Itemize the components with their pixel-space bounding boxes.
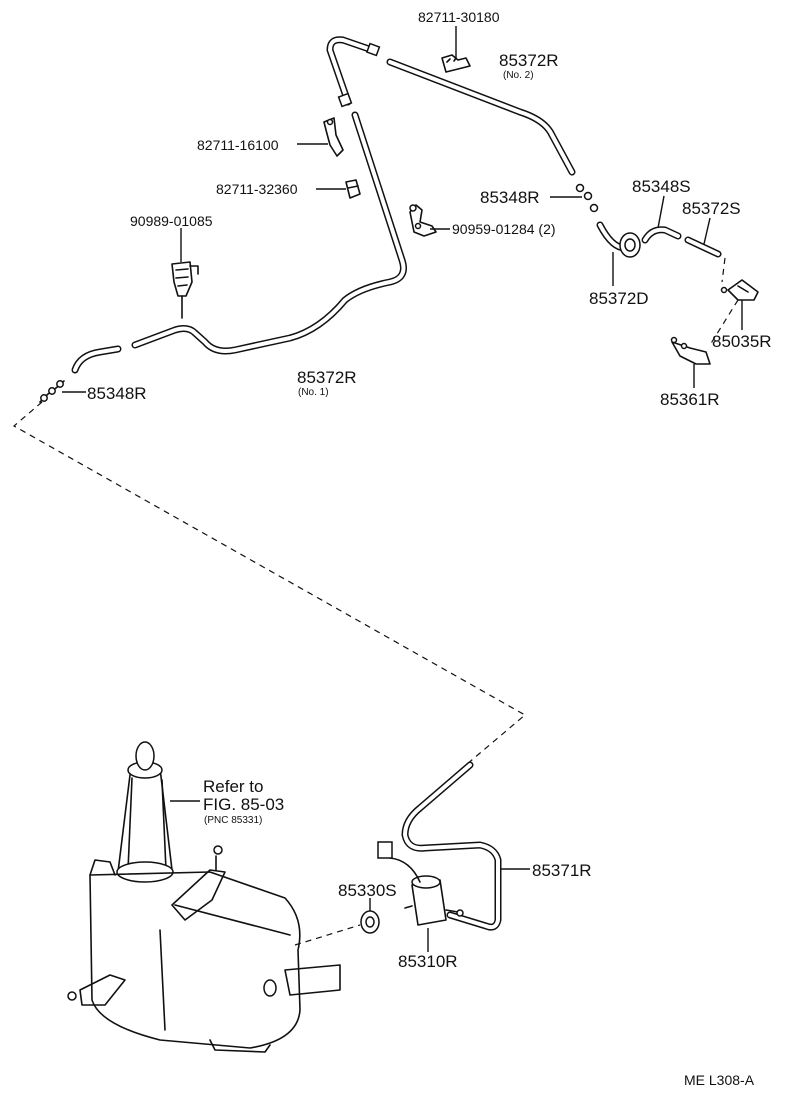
label-refer-pnc: (PNC 85331): [204, 815, 262, 826]
hose-elbow-85372d: [596, 221, 641, 286]
routing-dashed-lines: [12, 257, 739, 946]
label-82711-16100: 82711-16100: [197, 137, 279, 153]
part-90989-01085: [171, 228, 199, 319]
label-90959-01284: 90959-01284 (2): [452, 221, 556, 237]
label-85372r-no2: 85372R: [499, 51, 559, 70]
hose-85372s: [684, 217, 722, 258]
connector-85348r-mid: [550, 183, 599, 213]
tube-upper-hook: [326, 36, 381, 108]
label-figure-code: ME L308-A: [684, 1072, 755, 1088]
label-85371r: 85371R: [532, 861, 592, 880]
washer-tank: [67, 741, 341, 1053]
connector-85348r-left: [39, 380, 86, 403]
hose-85372r-no1: [131, 111, 407, 355]
label-refer-fig: FIG. 85-03: [203, 795, 284, 814]
label-82711-32360: 82711-32360: [216, 181, 298, 197]
label-85035r: 85035R: [712, 332, 772, 351]
label-85348r-left: 85348R: [87, 384, 147, 403]
label-85348r-mid: 85348R: [480, 188, 540, 207]
label-85361r: 85361R: [660, 390, 720, 409]
label-85372r-no1-sub: (No. 1): [298, 387, 329, 398]
nozzle-85361r: [670, 336, 711, 388]
label-refer-to: Refer to: [203, 777, 263, 796]
label-85310r: 85310R: [398, 952, 458, 971]
label-85372r-no2-sub: (No. 2): [503, 70, 534, 81]
hose-85371r: [401, 761, 530, 931]
hose-85348s: [641, 195, 682, 244]
label-85330s: 85330S: [338, 881, 397, 900]
label-90989-01085: 90989-01085: [130, 213, 213, 229]
hose-85372r-no2: [386, 58, 576, 176]
label-85348s: 85348S: [632, 177, 691, 196]
grommet-85330s: [360, 898, 380, 934]
hose-left-segment: [71, 345, 122, 374]
bracket-90959-01284: [409, 204, 450, 237]
label-85372s: 85372S: [682, 199, 741, 218]
pump-85310r: [377, 841, 464, 952]
nozzle-85035r: [720, 279, 759, 330]
label-82711-30180: 82711-30180: [418, 9, 500, 25]
label-85372r-no1: 85372R: [297, 368, 357, 387]
label-85372d: 85372D: [589, 289, 649, 308]
clip-82711-30180: [441, 26, 471, 73]
clip-82711-16100: [297, 117, 344, 157]
clip-82711-32360: [316, 179, 361, 199]
